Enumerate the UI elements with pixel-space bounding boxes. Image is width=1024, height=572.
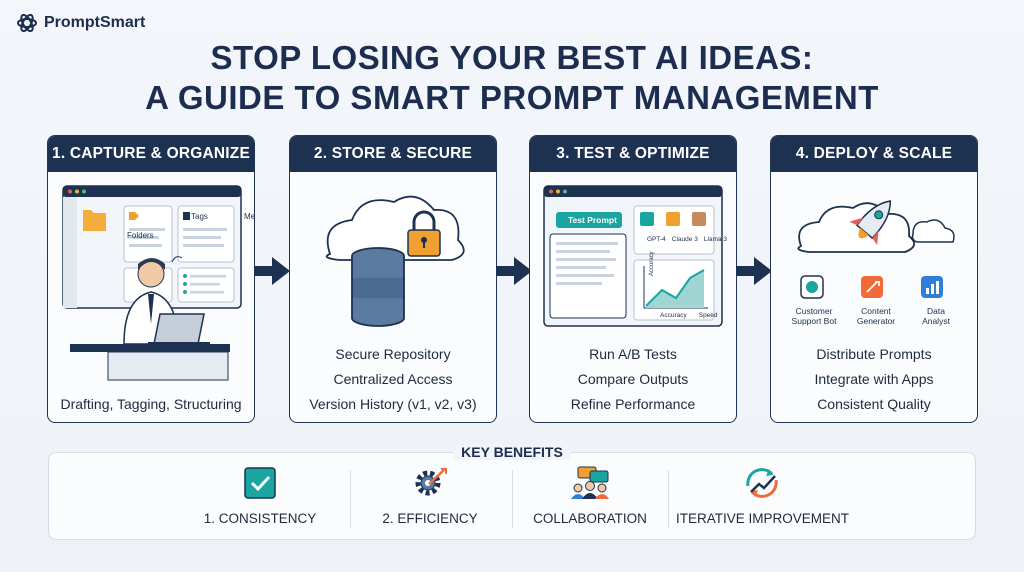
title-line-2: A GUIDE TO SMART PROMPT MANAGEMENT (145, 79, 879, 116)
gear-target-icon (415, 468, 447, 496)
step-description: Secure Repository Centralized Access Ver… (290, 342, 496, 417)
capture-illustration (62, 185, 242, 381)
arrow-right-icon (254, 257, 290, 285)
chart-x-label: Accuracy (660, 312, 687, 319)
benefit-divider (512, 470, 513, 528)
benefit-label: COLLABORATION (533, 511, 647, 526)
benefit-iterative-improvement: ITERATIVE IMPROVEMENT (676, 466, 850, 526)
benefit-label: ITERATIVE IMPROVEMENT (676, 511, 850, 526)
benefit-consistency: 1. CONSISTENCY (196, 466, 324, 526)
chart-x-label: Speed (698, 312, 718, 319)
step-line: Refine Performance (570, 396, 696, 412)
step-line: Secure Repository (335, 346, 451, 362)
step-line: Version History (v1, v2, v3) (309, 396, 477, 412)
checkbox-icon (244, 467, 276, 499)
step-description: Run A/B Tests Compare Outputs Refine Per… (530, 342, 736, 417)
chart-x-labels: Accuracy Speed (660, 312, 718, 319)
metadata-label: Metadata (244, 212, 255, 221)
team-chat-icon (571, 466, 609, 499)
brand-name: PromptSmart (44, 14, 146, 31)
title-line-1: STOP LOSING YOUR BEST AI IDEAS: (210, 39, 814, 76)
app-label-support-bot: Customer Support Bot (791, 306, 837, 326)
test-prompt-badge: Test Prompt (568, 215, 617, 225)
benefit-collaboration: COLLABORATION (526, 466, 654, 526)
step-heading: 2. STORE & SECURE (290, 136, 496, 172)
app-label-content-generator: Content Generator (856, 306, 896, 326)
step-heading: 4. DEPLOY & SCALE (771, 136, 977, 172)
model-label: Llama 3 (703, 236, 727, 243)
model-list: GPT-4 Claude 3 Llama 3 (647, 236, 727, 243)
arrow-right-icon (736, 257, 772, 285)
page-title: STOP LOSING YOUR BEST AI IDEAS: A GUIDE … (0, 38, 1024, 118)
step-heading: 3. TEST & OPTIMIZE (530, 136, 736, 172)
arrow-right-icon (496, 257, 532, 285)
folders-label: Folders (127, 231, 154, 240)
step-line: Centralized Access (333, 371, 453, 387)
knot-logo-icon (17, 13, 37, 33)
step-card-test: 3. TEST & OPTIMIZE Test Prompt GPT-4 Cla… (529, 135, 737, 423)
chart-y-label: Accuracy (649, 251, 655, 276)
step-card-store: 2. STORE & SECURE Secure Repository Cent… (289, 135, 497, 423)
app-label-data-analyst: Data Analyst (922, 306, 950, 326)
cycle-growth-icon (746, 468, 778, 498)
step-line: Drafting, Tagging, Structuring (60, 396, 242, 412)
benefit-divider (668, 470, 669, 528)
benefit-divider (350, 470, 351, 528)
brand-logo: PromptSmart (16, 12, 145, 34)
rocket-cloud-illustration (797, 200, 955, 299)
benefit-efficiency: 2. EFFICIENCY (366, 466, 494, 526)
step-heading: 1. CAPTURE & ORGANIZE (48, 136, 254, 172)
step-description: Distribute Prompts Integrate with Apps C… (771, 342, 977, 417)
secure-database-illustration (325, 195, 465, 327)
step-line: Distribute Prompts (816, 346, 932, 362)
step-card-deploy: 4. DEPLOY & SCALE Customer Support Bot C… (770, 135, 978, 423)
tags-label: Tags (191, 212, 208, 221)
step-line: Consistent Quality (817, 396, 931, 412)
benefit-label: 1. CONSISTENCY (203, 511, 317, 526)
ab-test-illustration (543, 185, 723, 327)
step-line: Run A/B Tests (589, 346, 677, 362)
step-line: Compare Outputs (577, 371, 689, 387)
key-benefits-title: KEY BENEFITS (0, 444, 1024, 460)
model-label: Claude 3 (671, 236, 698, 243)
benefit-label: 2. EFFICIENCY (382, 511, 478, 526)
step-description: Drafting, Tagging, Structuring (48, 392, 254, 417)
step-line: Integrate with Apps (814, 371, 934, 387)
step-card-capture: 1. CAPTURE & ORGANIZE (47, 135, 255, 423)
model-label: GPT-4 (647, 236, 666, 243)
